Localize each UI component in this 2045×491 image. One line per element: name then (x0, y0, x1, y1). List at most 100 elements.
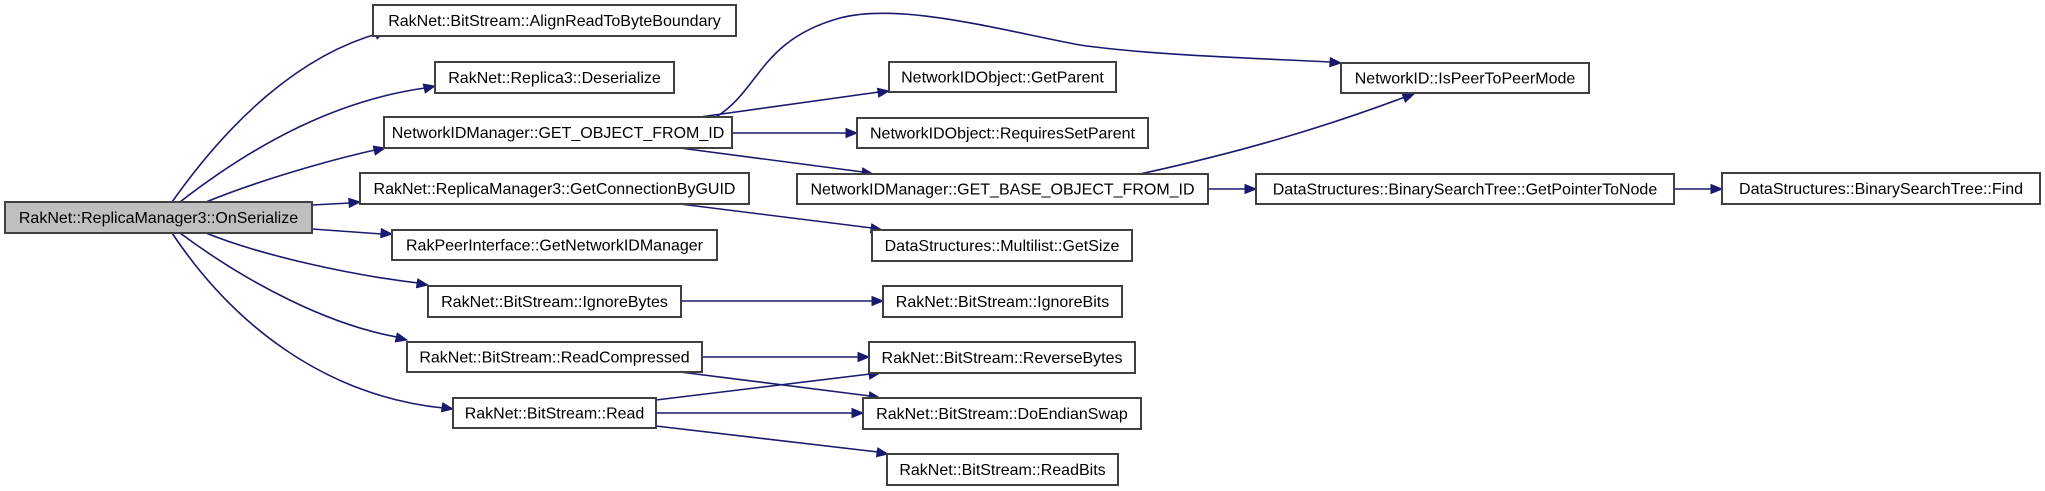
node-label: RakPeerInterface::GetNetworkIDManager (406, 238, 704, 255)
edge-line (311, 202, 351, 206)
node-box[interactable] (434, 61, 675, 94)
node-ignbytes[interactable]: RakNet::BitStream::IgnoreBytes (427, 285, 682, 318)
edge-line (171, 32, 381, 203)
edge-getobj-to-getparent (699, 87, 891, 118)
node-box[interactable] (882, 285, 1123, 318)
node-getnidm[interactable]: RakPeerInterface::GetNetworkIDManager (391, 229, 718, 261)
edge-line (715, 12, 1332, 118)
node-box[interactable] (796, 173, 1209, 205)
node-label: NetworkID::IsPeerToPeerMode (1355, 71, 1576, 88)
edge-line (655, 373, 871, 401)
arrowhead-icon (380, 227, 394, 239)
node-reqparent[interactable]: NetworkIDObject::RequiresSetParent (856, 117, 1149, 149)
node-box[interactable] (383, 116, 733, 149)
edge-getbase-to-p2p (1139, 93, 1416, 175)
node-label: DataStructures::BinarySearchTree::Find (1739, 181, 2023, 198)
node-label: DataStructures::BinarySearchTree::GetPoi… (1273, 182, 1658, 199)
edge-line (205, 149, 376, 203)
node-label: RakNet::ReplicaManager3::GetConnectionBy… (374, 181, 736, 198)
node-readcomp[interactable]: RakNet::BitStream::ReadCompressed (406, 341, 703, 373)
edges-layer (171, 12, 1724, 458)
edge-root-to-getnidm (311, 227, 394, 239)
node-deser[interactable]: RakNet::Replica3::Deserialize (434, 61, 675, 94)
node-box[interactable] (871, 229, 1133, 262)
node-getbase[interactable]: NetworkIDManager::GET_BASE_OBJECT_FROM_I… (796, 173, 1209, 205)
node-ignbits[interactable]: RakNet::BitStream::IgnoreBits (882, 285, 1123, 318)
node-label: RakNet::BitStream::IgnoreBits (896, 294, 1109, 311)
node-box[interactable] (862, 397, 1142, 430)
node-getptr[interactable]: DataStructures::BinarySearchTree::GetPoi… (1255, 173, 1675, 205)
edge-line (1139, 96, 1406, 175)
node-getobj[interactable]: NetworkIDManager::GET_OBJECT_FROM_ID (383, 116, 733, 149)
edge-read-to-readbits (655, 425, 890, 458)
node-label: RakNet::BitStream::IgnoreBytes (441, 294, 668, 311)
edge-line (679, 203, 873, 229)
arrowhead-icon (845, 127, 859, 139)
node-endian[interactable]: RakNet::BitStream::DoEndianSwap (862, 397, 1142, 430)
arrowhead-icon (394, 332, 409, 343)
node-getparent[interactable]: NetworkIDObject::GetParent (888, 61, 1117, 93)
edge-ignbytes-to-ignbits (681, 295, 885, 307)
node-box[interactable] (1255, 173, 1675, 205)
edge-getbase-to-getptr (1208, 183, 1258, 195)
node-read[interactable]: RakNet::BitStream::Read (452, 397, 657, 429)
node-box[interactable] (359, 172, 750, 205)
arrowhead-icon (871, 295, 885, 307)
node-box[interactable] (868, 341, 1136, 374)
edge-root-to-getobj (205, 145, 387, 203)
node-align[interactable]: RakNet::BitStream::AlignReadToByteBounda… (372, 4, 737, 37)
edge-line (179, 87, 426, 203)
arrowhead-icon (348, 197, 362, 209)
edge-line (679, 147, 864, 173)
node-label: RakNet::BitStream::AlignReadToByteBounda… (388, 13, 721, 30)
node-label: RakNet::ReplicaManager3::OnSerialize (19, 210, 298, 227)
node-box[interactable] (888, 61, 1117, 93)
node-box[interactable] (372, 4, 737, 37)
arrowhead-icon (1710, 183, 1724, 195)
node-label: RakNet::BitStream::ReadBits (899, 462, 1105, 479)
edge-line (311, 228, 383, 235)
edge-getobj-to-reqparent (732, 127, 859, 139)
edge-line (179, 232, 398, 338)
node-getconn[interactable]: RakNet::ReplicaManager3::GetConnectionBy… (359, 172, 750, 205)
edge-read-to-revbytes (655, 369, 882, 401)
node-box[interactable] (1340, 62, 1590, 94)
node-box[interactable] (1721, 172, 2041, 205)
nodes-layer: RakNet::ReplicaManager3::OnSerializeRakN… (4, 4, 2041, 486)
node-readbits[interactable]: RakNet::BitStream::ReadBits (886, 453, 1119, 486)
node-box[interactable] (856, 117, 1149, 149)
node-mlsize[interactable]: DataStructures::Multilist::GetSize (871, 229, 1133, 262)
edge-line (171, 232, 444, 409)
edge-line (699, 91, 880, 118)
arrowhead-icon (1401, 93, 1416, 104)
node-label: RakNet::BitStream::ReadCompressed (419, 350, 689, 367)
node-label: DataStructures::Multilist::GetSize (885, 238, 1120, 255)
node-label: RakNet::Replica3::Deserialize (448, 70, 661, 87)
node-label: RakNet::BitStream::DoEndianSwap (876, 406, 1128, 423)
node-box[interactable] (886, 453, 1119, 486)
edge-root-to-getconn (311, 197, 362, 209)
edge-line (205, 232, 419, 284)
node-label: RakNet::BitStream::ReverseBytes (882, 350, 1123, 367)
edge-readcomp-to-revbytes (702, 351, 871, 363)
node-box[interactable] (406, 341, 703, 373)
node-label: RakNet::BitStream::Read (465, 406, 645, 423)
node-box[interactable] (4, 201, 313, 234)
node-box[interactable] (427, 285, 682, 318)
node-label: NetworkIDManager::GET_OBJECT_FROM_ID (392, 125, 725, 142)
arrowhead-icon (415, 278, 430, 289)
node-label: NetworkIDObject::RequiresSetParent (870, 126, 1136, 143)
node-box[interactable] (452, 397, 657, 429)
node-p2p[interactable]: NetworkID::IsPeerToPeerMode (1340, 62, 1590, 94)
node-box[interactable] (391, 229, 718, 261)
edge-getobj-to-p2p (715, 12, 1343, 118)
edge-root-to-readcomp (179, 232, 409, 343)
node-find[interactable]: DataStructures::BinarySearchTree::Find (1721, 172, 2041, 205)
edge-read-to-endian (656, 407, 865, 419)
edge-root-to-deser (179, 83, 437, 203)
node-root[interactable]: RakNet::ReplicaManager3::OnSerialize (4, 201, 313, 234)
arrowhead-icon (851, 407, 865, 419)
node-revbytes[interactable]: RakNet::BitStream::ReverseBytes (868, 341, 1136, 374)
arrowhead-icon (372, 145, 387, 156)
